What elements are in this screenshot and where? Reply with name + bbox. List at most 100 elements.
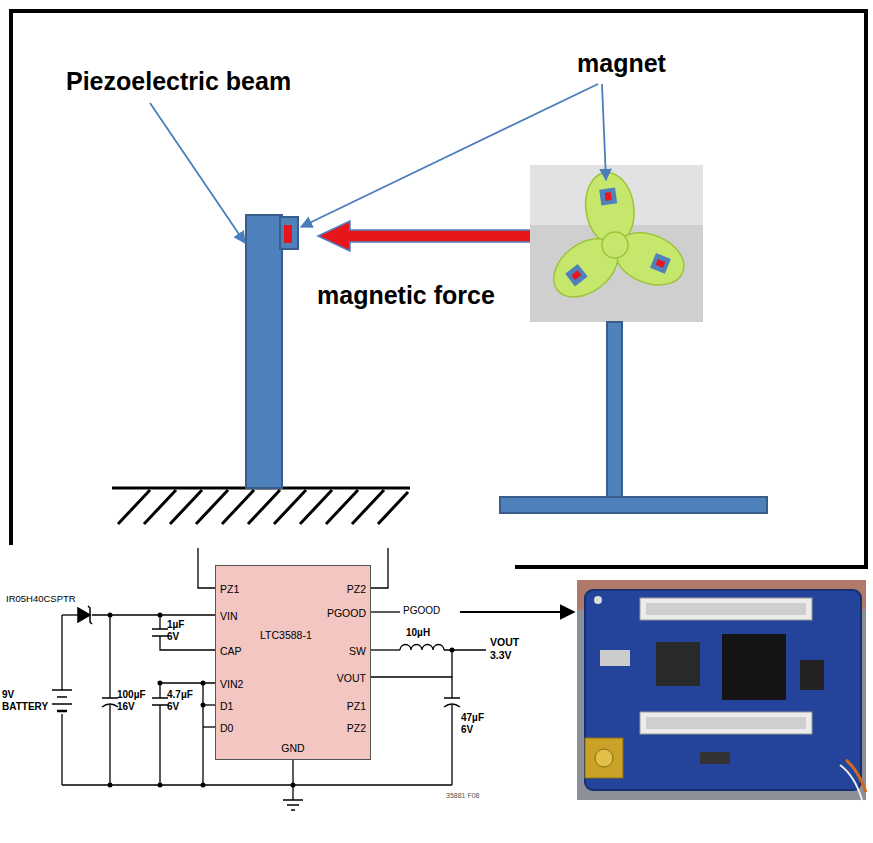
junction-dot <box>158 613 163 618</box>
part-label: magnet <box>577 48 666 78</box>
ic-chip: LTC3588-1PZ1VINCAPVIN2D1D0PZ2PGOODSWVOUT… <box>215 565 371 760</box>
chip-name: LTC3588-1 <box>260 629 312 642</box>
board-photo <box>640 712 812 734</box>
circuit-symbol <box>57 710 67 713</box>
part-label: Piezoelectric beam <box>66 66 291 96</box>
circuit-symbol <box>52 703 72 705</box>
circuit-wire <box>109 705 110 785</box>
ground-hatch <box>112 488 410 524</box>
circuit-wire <box>371 649 400 650</box>
circuit-wire <box>371 611 400 612</box>
board-photo <box>577 580 866 800</box>
circuit-wire <box>371 650 452 677</box>
board-photo <box>800 660 824 690</box>
pin-name: D0 <box>220 722 233 735</box>
circuit-symbol <box>152 704 168 706</box>
circuit-symbol <box>283 799 303 801</box>
ground-hatch <box>170 490 202 524</box>
pin-name: SW <box>349 645 366 658</box>
leader-line <box>150 84 606 243</box>
fan <box>543 227 629 309</box>
fan <box>599 187 617 205</box>
pin-name: PZ1 <box>347 700 366 713</box>
pin-name: GND <box>216 742 370 755</box>
circuit-wire <box>62 784 452 785</box>
piezoelectric-beam <box>284 225 292 243</box>
circuit-wire <box>159 705 160 785</box>
pin-name: VOUT <box>337 672 366 685</box>
circuit-symbol <box>287 804 299 806</box>
board-photo <box>656 642 700 686</box>
circuit-symbol <box>102 697 118 699</box>
pin-name: PZ2 <box>347 722 366 735</box>
fan <box>500 165 767 513</box>
board-photo <box>846 760 866 792</box>
ground-hatch <box>274 490 306 524</box>
circuit-wire <box>62 614 78 615</box>
circuit-wire <box>109 615 110 698</box>
pin-name: PZ2 <box>347 583 366 596</box>
ground-hatch <box>144 490 176 524</box>
fan <box>599 187 617 205</box>
board-photo <box>646 603 806 615</box>
circuit-wire <box>451 705 452 785</box>
junction-dot <box>158 681 163 686</box>
pin-name: VIN <box>220 610 238 623</box>
board-photo <box>600 650 630 666</box>
fan <box>565 264 587 286</box>
circuit-wire <box>61 615 62 690</box>
circuit-symbol <box>152 635 168 637</box>
fan <box>530 165 703 322</box>
circuit-wire <box>292 760 293 800</box>
circuit-wire <box>62 548 486 800</box>
component-value: 9V BATTERY <box>2 689 48 713</box>
junction-dot <box>450 648 455 653</box>
pointer-arrow <box>460 612 574 613</box>
circuit-wire <box>451 677 452 698</box>
fan <box>571 270 581 280</box>
board-photo <box>595 749 613 767</box>
junction-dot <box>201 783 206 788</box>
junction-dot <box>108 613 113 618</box>
circuit-wire <box>400 645 444 651</box>
ground-hatch <box>352 490 384 524</box>
circuit-ground <box>0 545 515 843</box>
pin-name: PZ1 <box>220 583 239 596</box>
piezoelectric-beam <box>280 217 298 249</box>
component-value: 1µF 6V <box>167 619 184 643</box>
fan <box>650 253 671 274</box>
junction-dot <box>201 703 206 708</box>
component-value: 4.7µF 6V <box>167 689 193 713</box>
leader-line <box>150 103 245 243</box>
fan <box>605 192 612 201</box>
board-photo <box>722 634 786 700</box>
ground-hatch <box>118 490 150 524</box>
fan <box>602 232 628 258</box>
circuit-symbol <box>152 697 168 699</box>
fan <box>650 253 671 274</box>
signal-name: PGOOD <box>403 605 440 617</box>
force-arrow <box>318 221 560 251</box>
circuit-ground <box>0 545 515 843</box>
junction-dot <box>201 681 206 686</box>
frame <box>11 11 866 567</box>
pin-name: PGOOD <box>327 607 366 620</box>
board-photo <box>585 590 861 790</box>
circuit-symbol <box>88 606 92 624</box>
circuit-symbol <box>78 608 90 622</box>
junction-dot <box>291 783 296 788</box>
force-label: magnetic force <box>317 280 495 310</box>
ground-hatch <box>378 492 408 524</box>
board-photo <box>577 580 866 800</box>
circuit-symbol <box>152 628 168 630</box>
board-photo <box>700 752 730 764</box>
junction-dot <box>158 783 163 788</box>
circuit-symbol <box>52 689 72 691</box>
circuit-wire <box>203 726 215 727</box>
circuit-symbol <box>444 697 460 699</box>
circuit-wire <box>198 548 215 588</box>
board-photo <box>640 598 812 620</box>
component-value: 47µF 6V <box>461 712 484 736</box>
force-arrow <box>318 221 560 251</box>
